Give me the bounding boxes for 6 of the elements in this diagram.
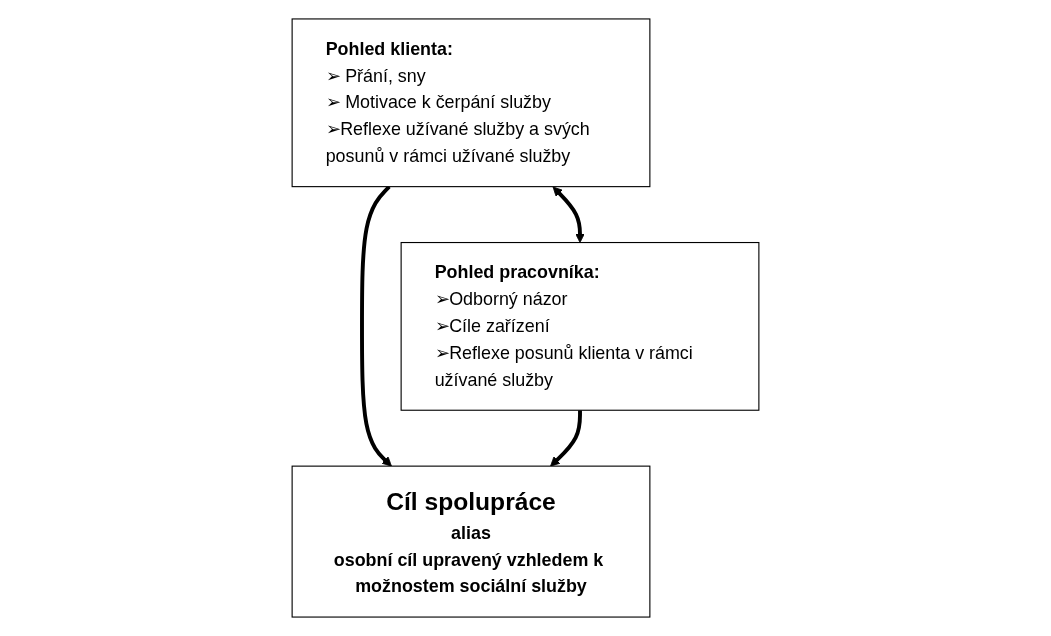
node-box: Cíl spolupráce alias osobní cíl upravený vzhledem k možnostem sociální služby [291, 465, 651, 618]
arrow [550, 410, 582, 467]
node-box: Pohled klienta: ➢ Přání, sny ➢ Motivace k čerpání služby ➢Reflexe užívané služby a svých posunů v rámci užívané služby [291, 18, 651, 188]
arrow [552, 186, 585, 243]
arrow [360, 185, 392, 467]
node-box: Pohled pracovníka: ➢Odborný názor ➢Cíle zařízení ➢Reflexe posunů klienta v rámci užívané služby [400, 242, 760, 411]
